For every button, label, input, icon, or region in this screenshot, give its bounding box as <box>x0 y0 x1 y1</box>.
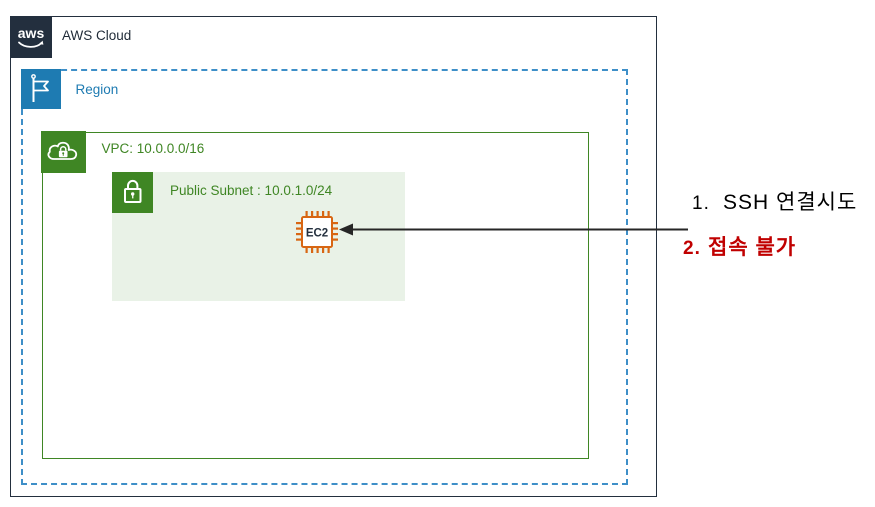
annotation-2-text: 접속 불가 <box>708 236 797 259</box>
ec2-label: EC2 <box>306 228 328 240</box>
vpc-box: VPC: 10.0.0.0/16 Public Subnet : 10.0.1.… <box>41 131 589 459</box>
subnet-lock-icon <box>112 172 153 213</box>
region-label: Region <box>75 81 119 97</box>
public-subnet-box: Public Subnet : 10.0.1.0/24 <box>112 172 405 301</box>
annotation-ssh-attempt: 1. SSH 연결시도 <box>692 191 857 216</box>
annotation-access-denied: 2. 접속 불가 <box>683 236 796 261</box>
region-box: Region VPC: 10.0.0.0/16 <box>20 68 628 485</box>
public-subnet-label: Public Subnet : 10.0.1.0/24 <box>170 183 333 198</box>
ec2-instance-icon: EC2 <box>296 211 338 253</box>
aws-cloud-box: aws AWS Cloud Region <box>9 15 657 497</box>
annotation-2-number: 2. <box>683 238 701 259</box>
region-flag-icon <box>20 68 61 109</box>
vpc-label: VPC: 10.0.0.0/16 <box>101 140 205 156</box>
vpc-cloud-lock-icon <box>41 131 86 173</box>
aws-logo-text: aws <box>17 25 44 41</box>
annotation-1-text: SSH 연결시도 <box>723 191 858 214</box>
aws-logo-icon: aws <box>9 15 52 58</box>
aws-cloud-label: AWS Cloud <box>62 28 132 43</box>
annotation-1-number: 1. <box>692 193 710 214</box>
